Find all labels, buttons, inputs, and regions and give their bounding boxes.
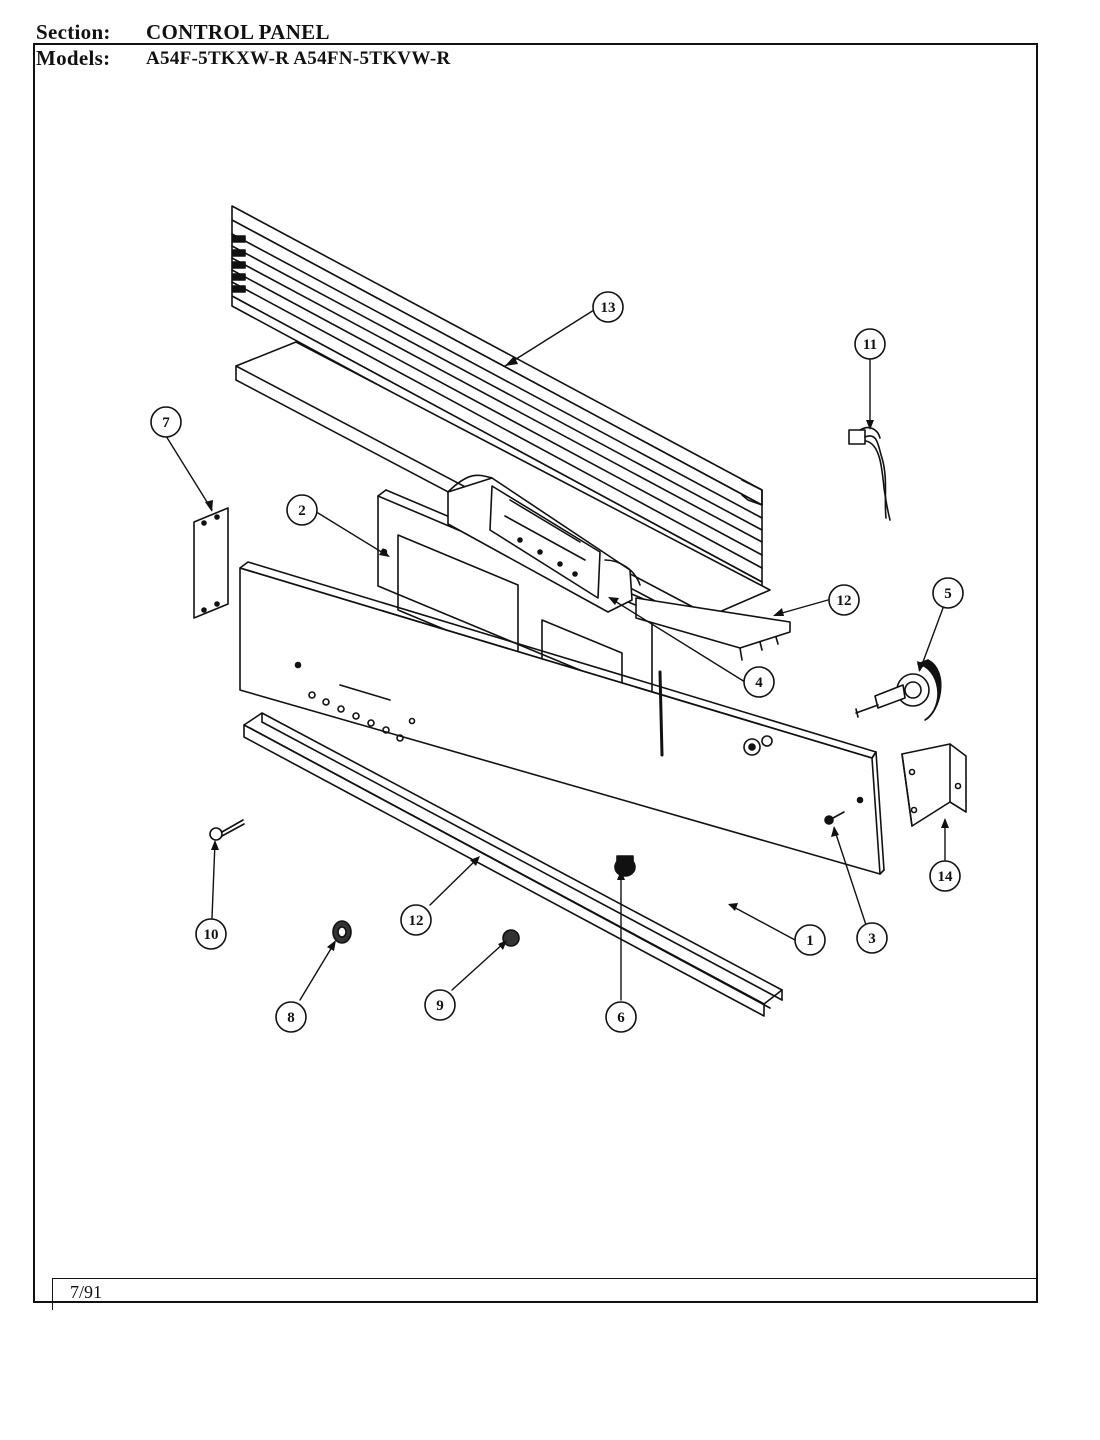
part-4-control-board	[447, 474, 641, 613]
callout-8: 8	[287, 1010, 295, 1026]
callout-circle-7	[150, 406, 182, 438]
callout-circle-4	[743, 666, 775, 698]
callout-circle-6	[605, 1001, 637, 1033]
section-label: Section:	[36, 20, 111, 44]
callout-circle-2	[286, 494, 318, 526]
callout-circle-14	[929, 860, 961, 892]
part-8-knob	[332, 920, 352, 944]
part-14-bracket	[901, 743, 967, 827]
callout-12a: 12	[837, 593, 852, 609]
callout-3: 3	[868, 931, 876, 947]
part-12-lower-trim	[243, 712, 783, 1017]
callout-circle-9	[424, 989, 456, 1021]
part-9-knob	[502, 929, 520, 947]
callout-12b: 12	[409, 913, 424, 929]
callout-circle-12b	[400, 904, 432, 936]
callout-circle-13	[592, 291, 624, 323]
part-12-upper-trim	[635, 597, 791, 661]
callout-circle-8	[275, 1001, 307, 1033]
footer-date: 7/91	[70, 1282, 103, 1302]
footer-divider	[52, 1278, 1038, 1279]
callout-circle-3	[856, 922, 888, 954]
callout-14: 14	[938, 869, 954, 885]
callout-circle-11	[854, 328, 886, 360]
callout-circle-1	[794, 924, 826, 956]
callout-2: 2	[298, 503, 306, 519]
models-label: Models:	[36, 46, 111, 70]
leader-lines	[165, 309, 946, 1001]
footer-divider-vertical	[52, 1278, 53, 1310]
callout-4: 4	[755, 675, 763, 691]
part-7-side-plate	[193, 507, 229, 619]
part-3-screw	[824, 811, 845, 825]
part-11-wire-harness	[848, 426, 891, 521]
part-1-control-panel	[239, 561, 885, 875]
leader-arrowheads	[205, 356, 949, 951]
callout-13: 13	[601, 300, 616, 316]
part-5-switch	[855, 659, 942, 721]
part-13-top-trim	[231, 205, 771, 631]
models-value: A54F-5TKXW-R A54FN-5TKVW-R	[146, 48, 451, 69]
callout-9: 9	[436, 998, 444, 1014]
part-10-screw	[209, 819, 245, 841]
callout-circle-10	[195, 918, 227, 950]
callout-7: 7	[162, 415, 170, 431]
callout-1: 1	[806, 933, 814, 949]
callout-5: 5	[944, 586, 952, 602]
section-value: CONTROL PANEL	[146, 20, 330, 44]
callout-circle-5	[932, 577, 964, 609]
callout-10: 10	[204, 927, 219, 943]
callout-11: 11	[863, 337, 877, 353]
callout-6: 6	[617, 1010, 625, 1026]
callout-circle-12a	[828, 584, 860, 616]
diagram-frame	[33, 43, 1038, 1303]
callout-numbers: 13 11 7 2 12 5 4 14 3 1 12 6 9 8 10	[162, 300, 953, 1026]
callout-circles	[150, 291, 964, 1033]
part-6-knob	[614, 855, 636, 877]
